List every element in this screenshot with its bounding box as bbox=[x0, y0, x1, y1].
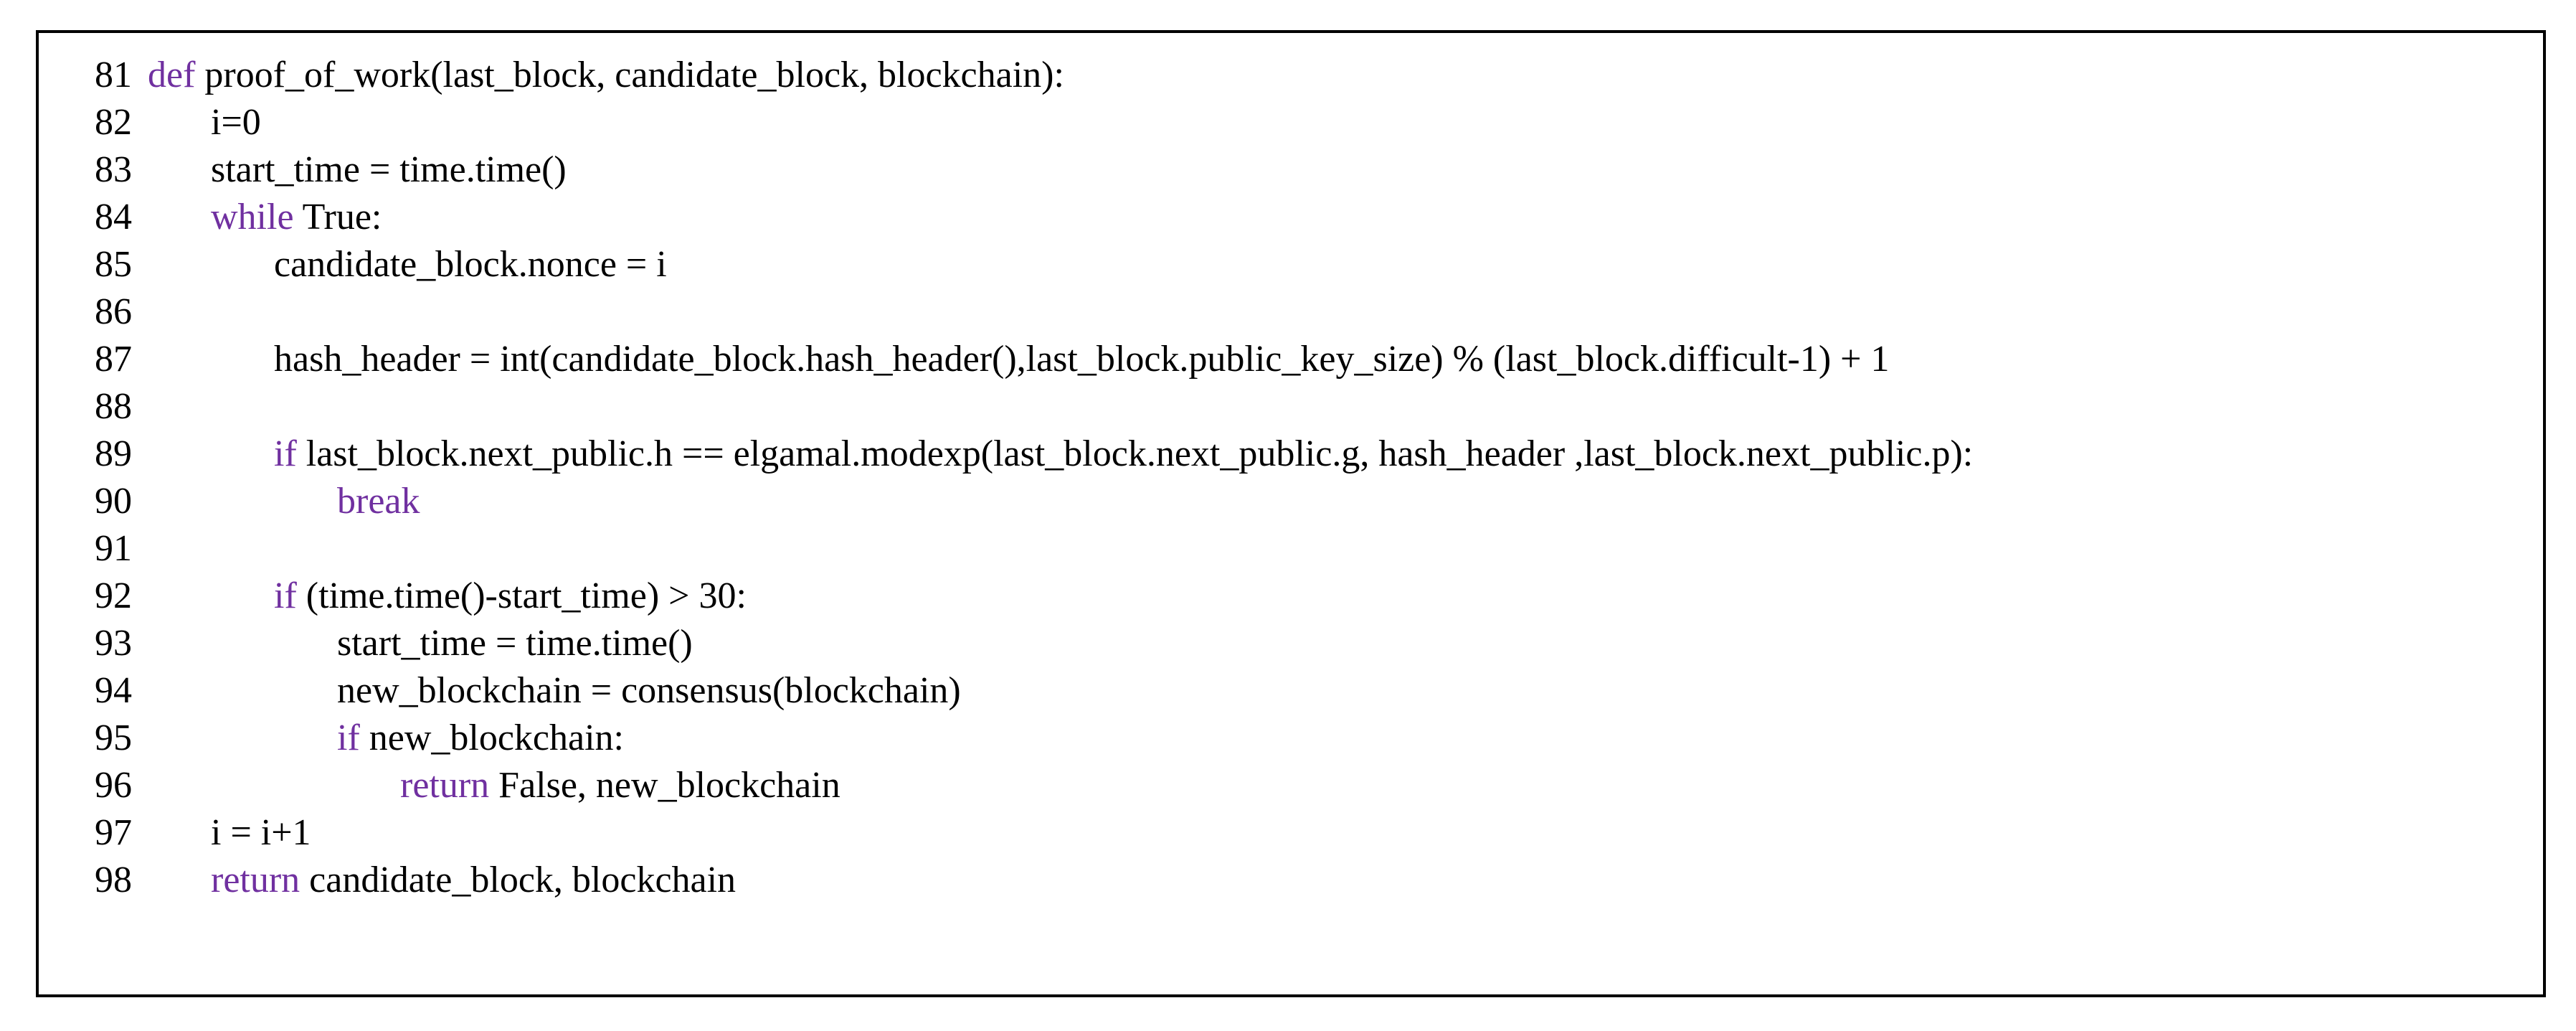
keyword-token: return bbox=[211, 860, 300, 900]
code-token: i=0 bbox=[211, 102, 261, 143]
line-number: 92 bbox=[95, 575, 132, 616]
keyword-token: break bbox=[337, 481, 420, 522]
line-code: i = i+1 bbox=[132, 809, 311, 857]
line-number: 87 bbox=[95, 339, 132, 380]
code-line: 94 new_blockchain = consensus(blockchain) bbox=[39, 667, 2543, 715]
line-number: 82 bbox=[95, 102, 132, 143]
line-code: if last_block.next_public.h == elgamal.m… bbox=[132, 430, 1973, 478]
line-code: candidate_block.nonce = i bbox=[132, 241, 667, 288]
code-token: hash_header = int(candidate_block.hash_h… bbox=[274, 339, 1890, 380]
code-line: 91 bbox=[39, 525, 2543, 573]
code-line: 83 start_time = time.time() bbox=[39, 146, 2543, 194]
line-code: hash_header = int(candidate_block.hash_h… bbox=[132, 336, 1890, 383]
line-code: new_blockchain = consensus(blockchain) bbox=[132, 667, 961, 715]
line-code: break bbox=[132, 478, 420, 525]
line-code: start_time = time.time() bbox=[132, 620, 693, 667]
code-token: last_block.next_public.h == elgamal.mode… bbox=[296, 433, 1974, 474]
code-line: 82 i=0 bbox=[39, 99, 2543, 146]
line-number: 85 bbox=[95, 244, 132, 285]
line-code: i=0 bbox=[132, 99, 261, 146]
keyword-token: return bbox=[400, 765, 490, 806]
line-number: 89 bbox=[95, 433, 132, 474]
code-token: new_blockchain = consensus(blockchain) bbox=[337, 670, 961, 711]
keyword-token: if bbox=[337, 717, 360, 758]
code-token: False, new_blockchain bbox=[489, 765, 840, 806]
line-code: if (time.time()-start_time) > 30: bbox=[132, 573, 747, 620]
line-number: 96 bbox=[95, 765, 132, 806]
line-code bbox=[132, 383, 157, 430]
line-code: start_time = time.time() bbox=[132, 146, 567, 194]
code-line: 88 bbox=[39, 383, 2543, 430]
line-code: while True: bbox=[132, 194, 382, 241]
line-number: 84 bbox=[95, 197, 132, 237]
line-number: 91 bbox=[95, 528, 132, 569]
code-token: (time.time()-start_time) > 30: bbox=[296, 575, 747, 616]
line-number: 97 bbox=[95, 812, 132, 853]
line-number: 94 bbox=[95, 670, 132, 711]
keyword-token: if bbox=[274, 575, 297, 616]
line-code: def proof_of_work(last_block, candidate_… bbox=[132, 52, 1064, 99]
line-number: 88 bbox=[95, 386, 132, 427]
line-number: 90 bbox=[95, 481, 132, 522]
code-line: 87 hash_header = int(candidate_block.hash… bbox=[39, 336, 2543, 383]
line-number: 98 bbox=[95, 860, 132, 900]
line-number: 93 bbox=[95, 623, 132, 664]
keyword-token: if bbox=[274, 433, 297, 474]
code-token: candidate_block, blockchain bbox=[300, 860, 737, 900]
code-token: candidate_block.nonce = i bbox=[274, 244, 667, 285]
code-token: new_blockchain: bbox=[359, 717, 624, 758]
keyword-token: def bbox=[148, 55, 196, 95]
code-token: True: bbox=[293, 197, 382, 237]
code-line: 90 break bbox=[39, 478, 2543, 525]
line-number: 81 bbox=[95, 55, 132, 95]
line-number: 83 bbox=[95, 149, 132, 190]
code-token: start_time = time.time() bbox=[211, 149, 567, 190]
line-number: 86 bbox=[95, 291, 132, 332]
code-line: 97 i = i+1 bbox=[39, 809, 2543, 857]
line-code: return False, new_blockchain bbox=[132, 762, 840, 809]
code-token: i = i+1 bbox=[211, 812, 311, 853]
code-token: start_time = time.time() bbox=[337, 623, 693, 664]
line-code: if new_blockchain: bbox=[132, 715, 624, 762]
code-line: 93 start_time = time.time() bbox=[39, 620, 2543, 667]
line-code bbox=[132, 525, 157, 573]
code-token: proof_of_work(last_block, candidate_bloc… bbox=[195, 55, 1064, 95]
line-code: return candidate_block, blockchain bbox=[132, 857, 736, 904]
keyword-token: while bbox=[211, 197, 294, 237]
code-line: 86 bbox=[39, 288, 2543, 336]
line-number: 95 bbox=[95, 717, 132, 758]
line-code bbox=[132, 288, 157, 336]
code-line: 85 candidate_block.nonce = i bbox=[39, 241, 2543, 288]
